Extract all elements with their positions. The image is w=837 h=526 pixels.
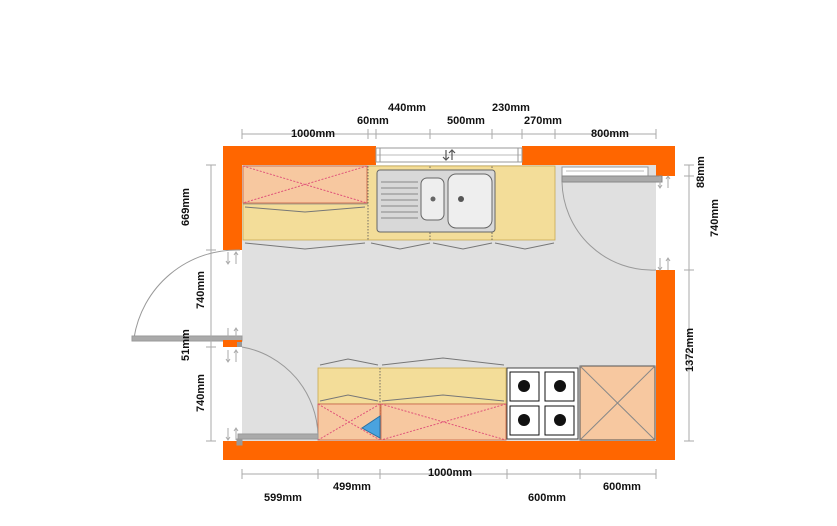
sink-icon (376, 169, 496, 233)
dim-bottom-600: 600mm (528, 492, 566, 504)
dim-top-440: 440mm (388, 102, 426, 114)
wall-cabinet (242, 165, 368, 204)
hob-icon (506, 367, 579, 440)
door-swing-icon (236, 346, 319, 446)
dim-top-230: 230mm (492, 102, 530, 114)
dim-top-800: 800mm (591, 128, 629, 140)
wall-arrow-icon (225, 175, 671, 441)
door-left-lower-opening (223, 347, 242, 441)
base-cabinet (380, 403, 507, 441)
dimension-lines (206, 129, 694, 479)
dim-bottom-499: 499mm (333, 481, 371, 493)
door-swing-icon (131, 249, 243, 342)
window-icon (561, 166, 663, 183)
dim-left-740a: 740mm (195, 271, 207, 309)
dim-bottom-599: 599mm (264, 492, 302, 504)
door-left-opening (223, 250, 242, 340)
dim-right-740: 740mm (709, 199, 721, 237)
tall-cabinet (579, 365, 656, 441)
door-swing-icon (561, 181, 657, 271)
dim-top-500: 500mm (447, 115, 485, 127)
drawer-mark-icon (244, 206, 555, 250)
dim-left-669: 669mm (180, 188, 192, 226)
window-icon (375, 147, 523, 163)
corner-marker-icon (361, 415, 381, 439)
base-cabinet (317, 403, 381, 441)
dim-top-1000: 1000mm (291, 128, 335, 140)
dim-right-88: 88mm (695, 156, 707, 188)
dim-right-1372: 1372mm (684, 328, 696, 372)
door-right-opening (656, 176, 675, 270)
drawer-mark-icon (319, 357, 505, 402)
dim-left-740b: 740mm (195, 374, 207, 412)
dim-top-270: 270mm (524, 115, 562, 127)
dim-left-51: 51mm (180, 329, 192, 361)
dim-top-60: 60mm (357, 115, 389, 127)
dim-bottom-1000: 1000mm (428, 467, 472, 479)
dim-bottom-600b: 600mm (603, 481, 641, 493)
